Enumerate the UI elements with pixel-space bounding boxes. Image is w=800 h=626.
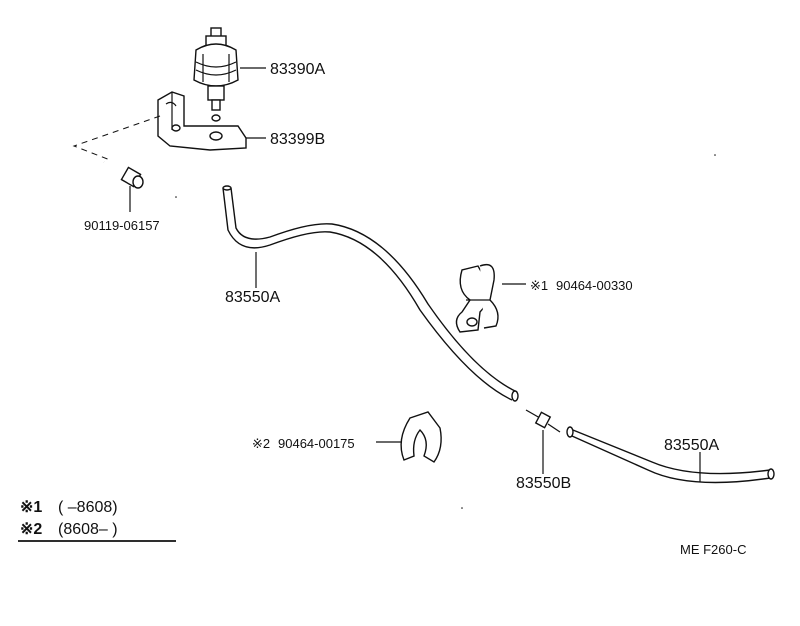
bracket-part	[157, 91, 247, 151]
speck	[461, 507, 463, 509]
label-90464-00330: 90464-00330	[556, 278, 633, 293]
label-83390a: 83390A	[270, 61, 325, 78]
speck	[175, 196, 177, 198]
label-83399b: 83399B	[270, 131, 325, 148]
label-83550b: 83550B	[516, 475, 571, 492]
note-1-text: ( –8608)	[58, 499, 118, 516]
hose-83550a-upper	[222, 185, 519, 402]
label-90119-06157: 90119-06157	[84, 218, 160, 233]
mark-2-90464-00175: ※2	[252, 436, 270, 451]
bolt-part	[103, 160, 144, 189]
vacuum-switch-part	[193, 27, 239, 122]
note-1-mark: ※1	[20, 499, 42, 516]
clip-90464-00175-part	[400, 411, 442, 463]
assembly-dashed-line	[72, 115, 161, 161]
label-83550a-upper: 83550A	[225, 289, 280, 306]
hose-83550a-lower	[566, 426, 775, 484]
label-83550a-lower: 83550A	[664, 437, 719, 454]
note-2-mark: ※2	[20, 521, 42, 538]
note-2-text: (8608– )	[58, 521, 118, 538]
connector-83550b-part	[525, 409, 561, 433]
mark-1-90464-00330: ※1	[530, 278, 548, 293]
diagram-code: ME F260-C	[680, 542, 746, 557]
clip-90464-00330-part	[455, 263, 499, 333]
speck	[714, 154, 716, 156]
label-90464-00175: 90464-00175	[278, 436, 355, 451]
